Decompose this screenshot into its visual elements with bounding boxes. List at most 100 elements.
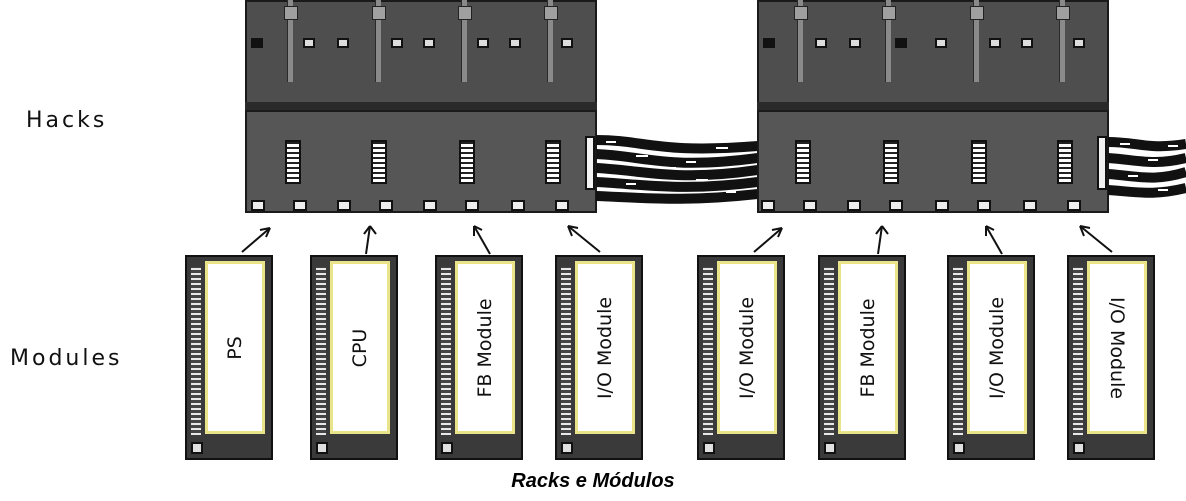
module-io: I/O Module xyxy=(555,255,643,460)
rack-2-rail xyxy=(970,0,984,82)
module-face: I/O Module xyxy=(1087,261,1147,434)
module-connector-strip xyxy=(953,267,963,435)
rack-2-slot-led xyxy=(989,38,1001,48)
module-connector-strip xyxy=(316,267,326,435)
insert-arrow-icon xyxy=(241,227,271,253)
rack-1-backplane-top xyxy=(245,0,597,104)
rack-1-slot-connector xyxy=(459,140,475,184)
rack-1-slot-led xyxy=(477,38,489,48)
figure-caption: Racks e Módulos xyxy=(511,470,675,492)
rack-2-rail xyxy=(882,0,896,82)
insert-arrow-icon xyxy=(753,227,783,253)
insert-arrow-icon xyxy=(473,225,491,255)
rack-1-backplane-bottom xyxy=(245,110,597,213)
module-foot-led xyxy=(316,442,328,454)
rack-1-slot-connector xyxy=(285,140,301,184)
insert-arrow-icon xyxy=(985,225,1003,255)
module-label: I/O Module xyxy=(736,296,758,399)
rack-2-slot-led xyxy=(895,38,907,48)
module-label: FB Module xyxy=(474,297,496,398)
rack-1-bottom-led xyxy=(555,200,569,211)
module-connector-strip xyxy=(824,267,834,435)
module-label: I/O Module xyxy=(1106,296,1128,399)
module-label: CPU xyxy=(349,328,371,367)
module-io: I/O Module xyxy=(1067,255,1155,460)
module-face: I/O Module xyxy=(967,261,1027,434)
rack-1-bottom-led xyxy=(293,200,307,211)
rack-1-bottom-led xyxy=(251,200,265,211)
module-label: FB Module xyxy=(857,297,879,398)
module-face: CPU xyxy=(330,261,390,434)
module-foot-led xyxy=(1073,442,1085,454)
rack-2-slot-connector xyxy=(883,140,899,184)
module-face: PS xyxy=(205,261,265,434)
rack-2-rail xyxy=(794,0,808,82)
insert-arrow-icon xyxy=(875,225,889,255)
rack-2-bottom-led xyxy=(889,200,903,211)
rack-interconnect-cable xyxy=(596,135,758,204)
rack-1-slot-connector xyxy=(545,140,561,184)
rack-1-divider xyxy=(245,102,597,112)
module-fb: FB Module xyxy=(435,255,523,460)
module-foot-led xyxy=(703,442,715,454)
insert-arrow-icon xyxy=(1079,225,1113,253)
rack-2-slot-led xyxy=(1073,38,1085,48)
rack-2-rail xyxy=(1056,0,1070,82)
rack-outgoing-cable xyxy=(1108,137,1186,198)
module-face: FB Module xyxy=(838,261,898,434)
rack-1-slot-led xyxy=(251,38,263,48)
rack-2-bottom-led xyxy=(847,200,861,211)
module-connector-strip xyxy=(441,267,451,435)
module-connector-strip xyxy=(1073,267,1083,435)
module-face: I/O Module xyxy=(717,261,777,434)
rack-1-slot-led xyxy=(337,38,349,48)
module-face: FB Module xyxy=(455,261,515,434)
rack-2-slot-led xyxy=(849,38,861,48)
rack-2-slot-led xyxy=(763,38,775,48)
rack-1-bottom-led xyxy=(337,200,351,211)
rack-2-slot-led xyxy=(935,38,947,48)
module-label: I/O Module xyxy=(986,296,1008,399)
rack-1-slot-led xyxy=(391,38,403,48)
rack-1-slot-connector xyxy=(371,140,387,184)
rack-1-end-connector xyxy=(585,136,595,190)
module-foot-led xyxy=(441,442,453,454)
rack-1-bottom-led xyxy=(511,200,525,211)
module-connector-strip xyxy=(561,267,571,435)
racks-label: Hacks xyxy=(26,108,108,133)
module-ps: PS xyxy=(185,255,273,460)
rack-1-bottom-led xyxy=(379,200,393,211)
module-connector-strip xyxy=(191,267,201,435)
module-io: I/O Module xyxy=(947,255,1035,460)
rack-1-slot-led xyxy=(509,38,521,48)
module-foot-led xyxy=(561,442,573,454)
insert-arrow-icon xyxy=(363,225,377,255)
rack-2-bottom-led xyxy=(803,200,817,211)
rack-1-bottom-led xyxy=(423,200,437,211)
rack-2 xyxy=(757,0,1109,213)
module-foot-led xyxy=(191,442,203,454)
rack-1 xyxy=(245,0,597,213)
module-fb: FB Module xyxy=(818,255,906,460)
rack-2-slot-connector xyxy=(1057,140,1073,184)
rack-2-backplane-bottom xyxy=(757,110,1109,213)
rack-2-bottom-led xyxy=(977,200,991,211)
module-foot-led xyxy=(824,442,836,454)
module-foot-led xyxy=(953,442,965,454)
rack-2-bottom-led xyxy=(1067,200,1081,211)
rack-2-bottom-led xyxy=(935,200,949,211)
rack-1-rail xyxy=(544,0,558,82)
rack-2-slot-led xyxy=(1021,38,1033,48)
rack-2-slot-connector xyxy=(971,140,987,184)
rack-1-slot-led xyxy=(423,38,435,48)
modules-label: Modules xyxy=(10,346,123,371)
module-face: I/O Module xyxy=(575,261,635,434)
insert-arrow-icon xyxy=(567,225,601,253)
rack-1-rail xyxy=(458,0,472,82)
rack-1-slot-led xyxy=(303,38,315,48)
module-label: I/O Module xyxy=(594,296,616,399)
rack-1-bottom-led xyxy=(465,200,479,211)
rack-2-slot-led xyxy=(815,38,827,48)
rack-1-slot-led xyxy=(561,38,573,48)
module-label: PS xyxy=(224,335,246,360)
